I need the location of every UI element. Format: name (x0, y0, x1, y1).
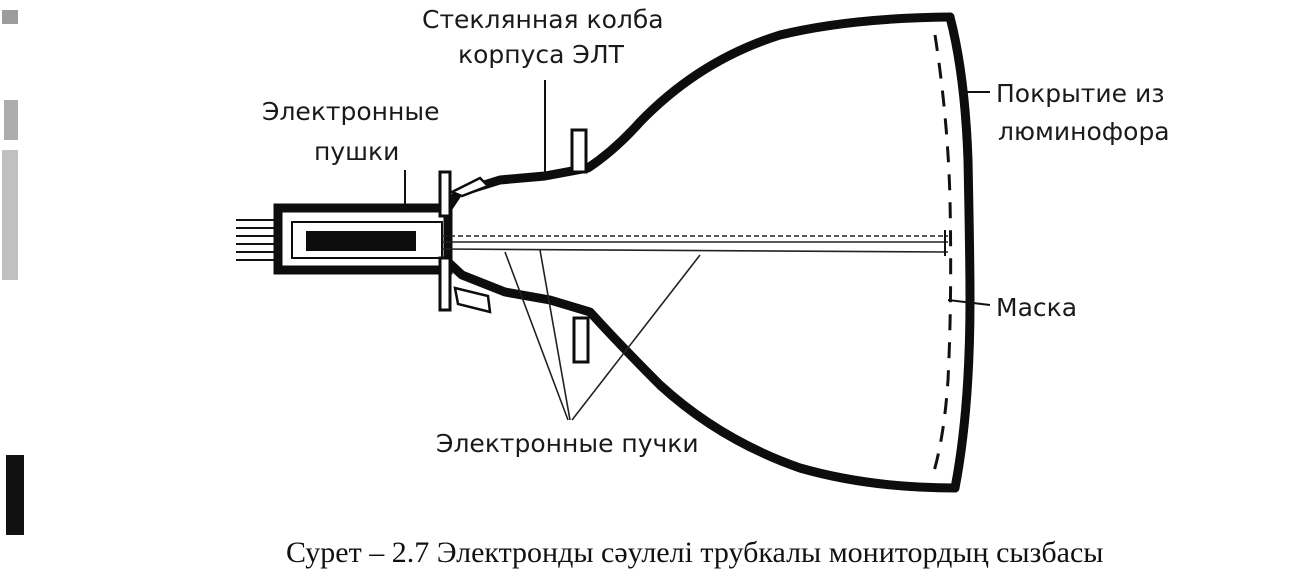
electron-gun-assembly (236, 203, 453, 275)
scan-artifacts (2, 10, 24, 535)
gun-housing (273, 203, 453, 275)
label-guns-line2: пушки (314, 137, 399, 166)
deflection-coil-top (570, 128, 588, 174)
figure-caption: Сурет – 2.7 Электронды сәулелі трубкалы … (286, 536, 1103, 569)
leader-lines (404, 80, 991, 306)
crt-bulb (443, 12, 975, 493)
gun-pins (236, 219, 280, 261)
gun-cathode (306, 231, 416, 251)
deflection-coil-bottom (572, 316, 590, 364)
shadow-mask (930, 34, 953, 479)
leader-mask (947, 299, 991, 306)
label-phosphor-line1: Покрытие из (996, 79, 1164, 108)
label-glass-bulb-line2: корпуса ЭЛТ (458, 40, 625, 69)
label-phosphor-line2: люминофора (998, 117, 1170, 146)
label-glass-bulb-line1: Стеклянная колба (422, 5, 664, 34)
screen-face (945, 12, 975, 493)
scan-bar (6, 455, 24, 535)
electron-beams (441, 230, 949, 421)
label-guns-line1: Электронные (262, 97, 439, 126)
bulb-bottom-outline (443, 257, 960, 493)
label-mask: Маска (996, 293, 1077, 322)
neck-flanges (438, 128, 590, 364)
bulb-top-outline (443, 12, 955, 213)
label-beams: Электронные пучки (436, 429, 699, 458)
